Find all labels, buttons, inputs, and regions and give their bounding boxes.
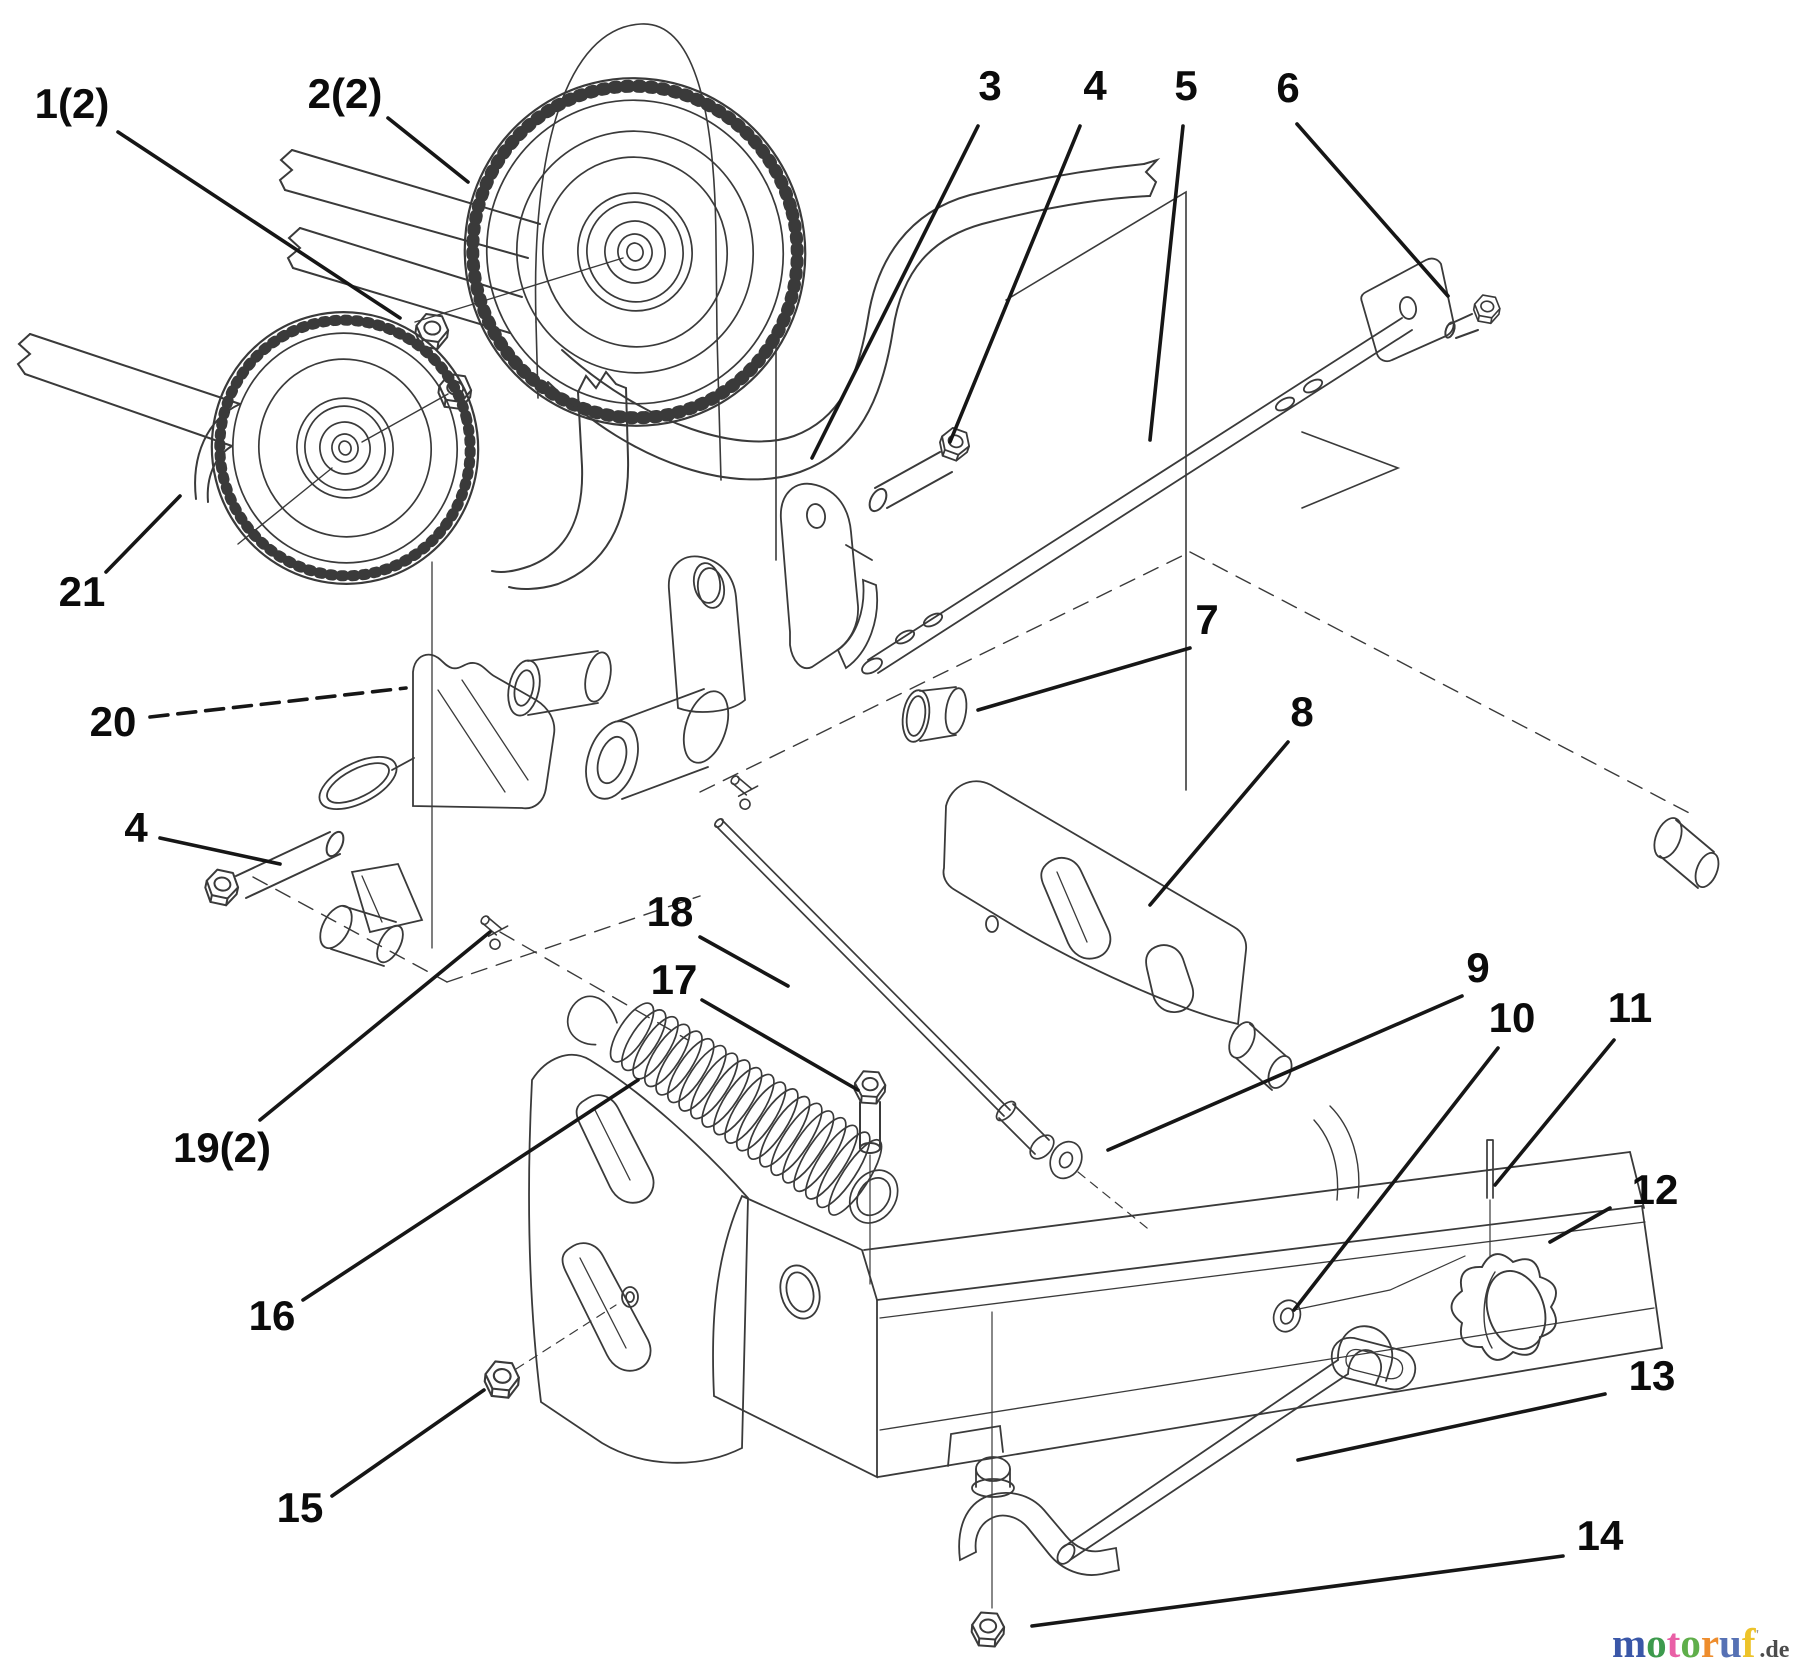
leader-4b <box>158 836 282 866</box>
leader-12 <box>1548 1206 1612 1244</box>
callout-21: 21 <box>59 568 106 615</box>
wm-letter: o <box>1646 1620 1667 1666</box>
leader-1 <box>116 130 402 320</box>
left-adjuster-plate <box>515 1054 749 1464</box>
leader-2 <box>386 116 470 184</box>
callout-16: 16 <box>249 1292 296 1339</box>
callout-8: 8 <box>1290 688 1313 735</box>
wm-suffix: .de <box>1759 1637 1789 1663</box>
right-adjuster-plate <box>942 780 1293 1091</box>
axle-centerlines <box>237 257 624 545</box>
v-belts <box>16 149 1161 590</box>
callout-17: 17 <box>651 956 698 1003</box>
belt-guard <box>534 23 1401 791</box>
callout-4: 4 <box>1083 62 1107 109</box>
clevis-tab <box>668 555 746 713</box>
pivot-stub-right <box>1653 817 1720 889</box>
leader-4 <box>948 124 1082 444</box>
wm-letter: m <box>1612 1620 1646 1666</box>
leader-lines <box>104 116 1616 1628</box>
callout-9: 9 <box>1466 944 1489 991</box>
leader-3 <box>810 124 980 460</box>
callout-1: 1(2) <box>35 80 110 127</box>
main-channel <box>712 1105 1663 1479</box>
latch-bracket <box>780 482 878 670</box>
leader-16 <box>301 1078 640 1302</box>
drawing <box>16 23 1720 1649</box>
extension-spring <box>566 995 899 1224</box>
j-hook-rod <box>1056 1325 1394 1565</box>
leader-11 <box>1493 1038 1616 1187</box>
callout-18: 18 <box>647 888 694 935</box>
watermark-logo: motoruf'.de <box>1612 1620 1790 1666</box>
callout-19: 19(2) <box>173 1124 271 1171</box>
hex-bolt-left <box>201 830 345 908</box>
roll-pin-b <box>730 775 759 810</box>
leader-6 <box>1295 122 1450 298</box>
hex-bolt-6 <box>1444 293 1503 339</box>
pivot-tube-small <box>507 650 612 717</box>
leader-14 <box>1030 1554 1565 1628</box>
leader-20 <box>148 686 408 719</box>
leader-19 <box>258 930 492 1122</box>
roll-pin-a <box>480 915 509 950</box>
callout-labels: 1(2) 2(2) 3 4 5 6 7 8 9 10 11 12 13 14 1… <box>35 62 1679 1559</box>
callout-2: 2(2) <box>308 70 383 117</box>
callout-14: 14 <box>1577 1512 1624 1559</box>
leader-10 <box>1292 1046 1500 1312</box>
spring-anchor-bolt <box>852 1069 888 1285</box>
leader-8 <box>1148 740 1290 907</box>
callout-6: 6 <box>1276 64 1299 111</box>
leader-9 <box>1106 994 1464 1152</box>
hex-bolt-upper <box>868 424 975 513</box>
callout-7: 7 <box>1195 596 1218 643</box>
adjuster-knob <box>1450 1253 1557 1361</box>
anchor-rod <box>714 818 1153 1233</box>
callout-3: 3 <box>978 62 1001 109</box>
callout-10: 10 <box>1489 994 1536 1041</box>
idler-pulley-small <box>210 311 480 585</box>
leader-5 <box>1148 124 1185 442</box>
leader-17 <box>700 998 860 1092</box>
projection-lines <box>252 551 1696 1041</box>
callout-20: 20 <box>90 698 137 745</box>
idler-pulley-large <box>463 77 807 427</box>
wm-letter: u <box>1719 1620 1742 1666</box>
support-bracket <box>318 561 556 967</box>
wm-mark: ' <box>1755 1628 1759 1643</box>
wm-letter: t <box>1667 1620 1681 1666</box>
leader-7 <box>976 646 1192 712</box>
leader-15 <box>330 1388 486 1498</box>
wm-letter: r <box>1701 1620 1719 1666</box>
flange-nut-14 <box>969 1610 1007 1649</box>
callout-4b: 4 <box>124 804 148 851</box>
pivot-rod <box>861 257 1455 675</box>
leader-13 <box>1296 1392 1607 1462</box>
flange-nut-15 <box>482 1359 522 1400</box>
callout-11: 11 <box>1608 984 1652 1031</box>
leader-21 <box>104 494 182 574</box>
pivot-tube-large <box>585 688 730 800</box>
callout-5: 5 <box>1174 62 1197 109</box>
flat-washer-10 <box>1272 1299 1302 1333</box>
leader-18 <box>698 935 790 988</box>
wm-letter: o <box>1680 1620 1701 1666</box>
callout-12: 12 <box>1632 1166 1679 1213</box>
hitch-pin-11 <box>1486 1139 1494 1257</box>
foot-bracket <box>958 1311 1121 1609</box>
pivot-bushing <box>901 686 968 743</box>
callout-15: 15 <box>277 1484 324 1531</box>
callout-13: 13 <box>1629 1352 1676 1399</box>
wm-letter: f <box>1742 1620 1757 1666</box>
